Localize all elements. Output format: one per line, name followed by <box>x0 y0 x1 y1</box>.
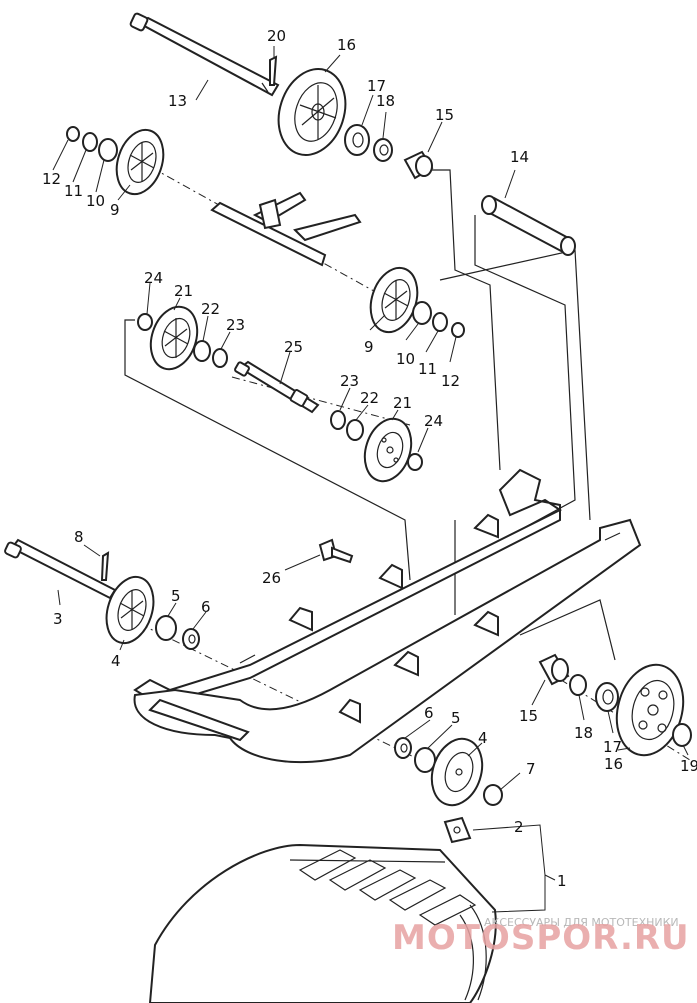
nut-24-mid-right <box>407 453 423 471</box>
cotter-pin-8 <box>100 551 110 581</box>
callout-23-mid-right: 23 <box>340 372 359 390</box>
callout-5-left: 5 <box>171 587 181 605</box>
callout-21-mid-left: 21 <box>174 282 193 300</box>
callout-9-right: 9 <box>364 338 374 356</box>
callout-5-right: 5 <box>451 709 461 727</box>
callout-15-bottom: 15 <box>519 707 538 725</box>
wheel-21-mid-right <box>363 417 413 483</box>
bearing-17-bottom <box>595 682 619 712</box>
callout-18-bottom: 18 <box>574 724 593 742</box>
track-clip-2 <box>443 816 472 844</box>
spacer-23-mid-right <box>330 410 346 430</box>
callout-1: 1 <box>557 872 567 890</box>
nut-12-right <box>451 322 465 338</box>
shaft-14 <box>481 195 576 256</box>
callout-18-top: 18 <box>376 92 395 110</box>
callout-24-mid-left: 24 <box>144 269 163 287</box>
watermark-brand: MOTOSPOR.RU <box>392 918 690 958</box>
washer-11-right <box>432 312 448 332</box>
callout-4-right: 4 <box>478 729 488 747</box>
collar-15-top <box>403 150 434 180</box>
callout-26: 26 <box>262 569 281 587</box>
callout-2: 2 <box>514 818 524 836</box>
idler-wheel-16-bottom <box>615 663 685 757</box>
callout-23-mid-left: 23 <box>226 316 245 334</box>
wheel-21-mid-left <box>149 305 199 371</box>
watermark: АКСЕССУАРЫ ДЛЯ МОТОТЕХНИКИ MOTOSPOR.RU <box>392 916 690 958</box>
callout-6-right: 6 <box>424 704 434 722</box>
callout-7: 7 <box>526 760 536 778</box>
washer-6-left <box>182 628 200 650</box>
bolt-26 <box>318 538 354 564</box>
cap-19 <box>672 723 692 747</box>
callout-4-left: 4 <box>111 652 121 670</box>
bearing-5-left <box>155 615 177 641</box>
callout-3: 3 <box>53 610 63 628</box>
wheel-4-left <box>105 575 155 645</box>
callout-17-bottom: 17 <box>603 738 622 756</box>
washer-22-mid-left <box>193 340 211 362</box>
callout-20: 20 <box>267 27 286 45</box>
callout-10-top-left: 10 <box>86 192 105 210</box>
callout-16-bottom: 16 <box>604 755 623 773</box>
callout-25: 25 <box>284 338 303 356</box>
callout-21-mid-right: 21 <box>393 394 412 412</box>
callout-16-top: 16 <box>337 36 356 54</box>
bearing-10-right <box>412 301 432 325</box>
callout-9-top-left: 9 <box>110 201 120 219</box>
track-1 <box>148 843 497 1003</box>
spacer-23-mid-left <box>212 348 228 368</box>
bearing-10-top-left <box>98 138 118 162</box>
shaft-3 <box>4 538 117 600</box>
callout-6-left: 6 <box>201 598 211 616</box>
callout-12-top-left: 12 <box>42 170 61 188</box>
cap-7 <box>483 784 503 806</box>
washer-6-right <box>394 737 412 759</box>
collar-15-bottom <box>538 653 570 686</box>
nut-12-top-left <box>66 126 80 142</box>
cotter-pin-20 <box>269 55 278 86</box>
callout-12-right: 12 <box>441 372 460 390</box>
leader-lines <box>52 46 689 913</box>
washer-18-bottom <box>569 674 587 696</box>
callout-14: 14 <box>510 148 529 166</box>
bearing-17-top <box>344 124 370 156</box>
callout-24-mid-right: 24 <box>424 412 443 430</box>
callout-labels: 1 2 3 4 4 5 5 6 6 7 8 9 9 10 10 11 11 12… <box>42 27 697 890</box>
axle-25 <box>234 360 320 414</box>
nut-24-mid-left <box>137 313 153 331</box>
callout-11-right: 11 <box>418 360 437 378</box>
callout-10-right: 10 <box>396 350 415 368</box>
callout-22-mid-left: 22 <box>201 300 220 318</box>
watermark-tagline: АКСЕССУАРЫ ДЛЯ МОТОТЕХНИКИ <box>484 916 679 929</box>
slide-rail-assembly <box>133 468 642 764</box>
callout-19: 19 <box>680 757 697 775</box>
callout-15-top: 15 <box>435 106 454 124</box>
washer-18-top <box>373 138 393 162</box>
bearing-5-right <box>414 747 436 773</box>
idler-wheel-16-top <box>277 68 347 156</box>
swing-arm-bracket <box>210 191 362 267</box>
callout-8: 8 <box>74 528 84 546</box>
callout-22-mid-right: 22 <box>360 389 379 407</box>
shaft-13 <box>129 12 280 97</box>
washer-11-top-left <box>82 132 98 152</box>
callout-13: 13 <box>168 92 187 110</box>
washer-22-mid-right <box>346 419 364 441</box>
wheel-4-right <box>430 737 484 807</box>
callout-17-top: 17 <box>367 77 386 95</box>
wheel-9-top-left <box>115 128 165 196</box>
callout-11-top-left: 11 <box>64 182 83 200</box>
